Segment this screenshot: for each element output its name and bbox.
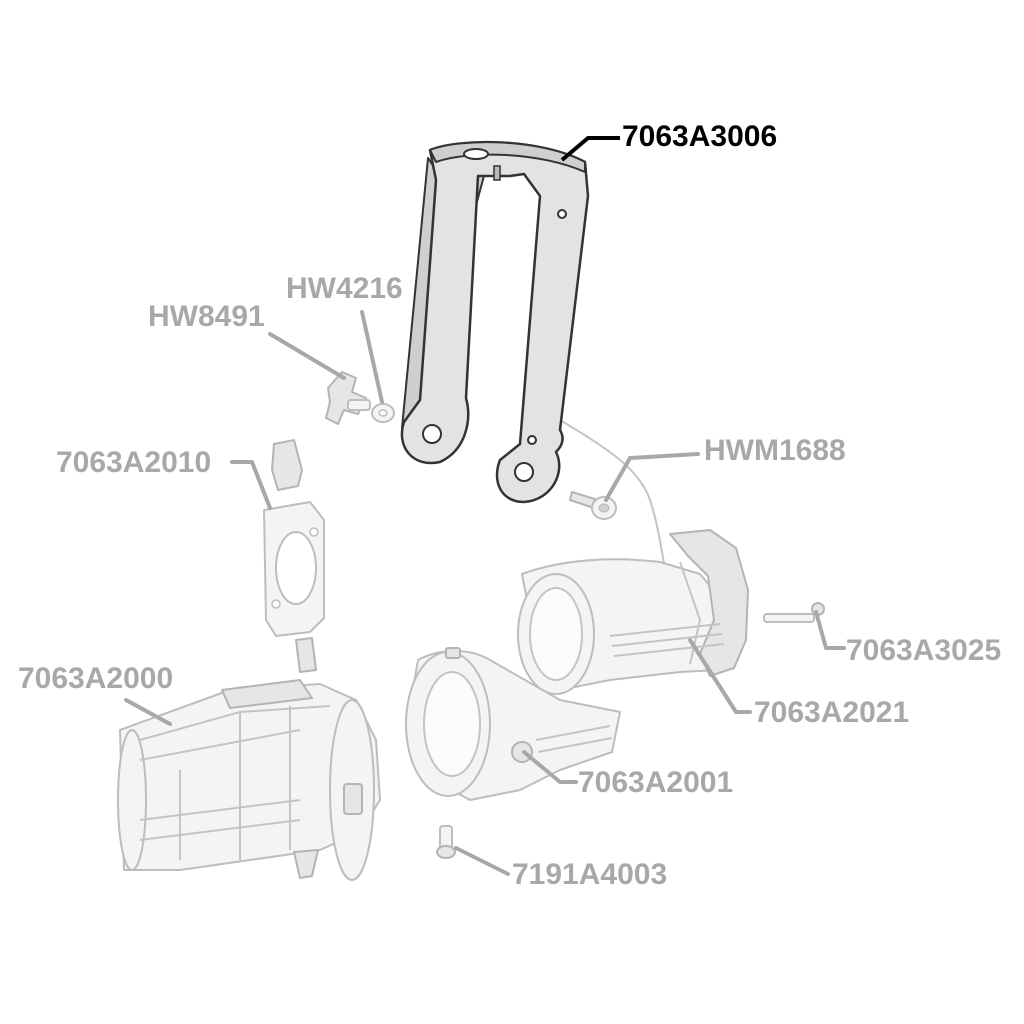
leader-line-7063a2021 (688, 638, 752, 714)
leader-line-7063a3006 (560, 136, 620, 162)
label-7063a2001: 7063A2001 (578, 766, 733, 799)
screw-7191a4003-part (436, 825, 456, 859)
leader-line-7191a4003 (454, 846, 510, 876)
yoke-7063a3006-part (400, 140, 590, 504)
barrel-7063a2001-part (405, 647, 621, 801)
pin-7063a3025-part (763, 602, 825, 623)
label-7191a4003: 7191A4003 (512, 858, 667, 891)
housing-7063a2021-part (517, 529, 749, 695)
label-7063a2010: 7063A2010 (56, 446, 211, 479)
label-7063a2021: 7063A2021 (754, 696, 909, 729)
cable-part (559, 419, 669, 581)
leader-line-hwm1688 (604, 452, 700, 502)
screw-hwm1688-part (569, 491, 617, 520)
knob-hw8491-part (325, 371, 371, 425)
leader-line-hw8491 (268, 332, 346, 380)
leader-line-hw4216 (360, 310, 384, 404)
label-hw8491: HW8491 (148, 300, 265, 333)
leader-line-7063a2010 (230, 460, 272, 510)
washer-hw4216-part (371, 403, 395, 423)
leader-line-7063a2001 (522, 750, 578, 784)
label-7063a3025: 7063A3025 (846, 634, 1001, 667)
plate-7063a2010-part (263, 439, 325, 637)
label-7063a2000: 7063A2000 (18, 662, 173, 695)
label-hwm1688: HWM1688 (704, 434, 846, 467)
body-7063a2000-part (117, 637, 381, 881)
label-7063a3006: 7063A3006 (622, 120, 777, 153)
label-hw4216: HW4216 (286, 272, 403, 305)
leader-line-7063a3025 (814, 610, 846, 650)
leader-line-7063a2000 (124, 698, 172, 726)
